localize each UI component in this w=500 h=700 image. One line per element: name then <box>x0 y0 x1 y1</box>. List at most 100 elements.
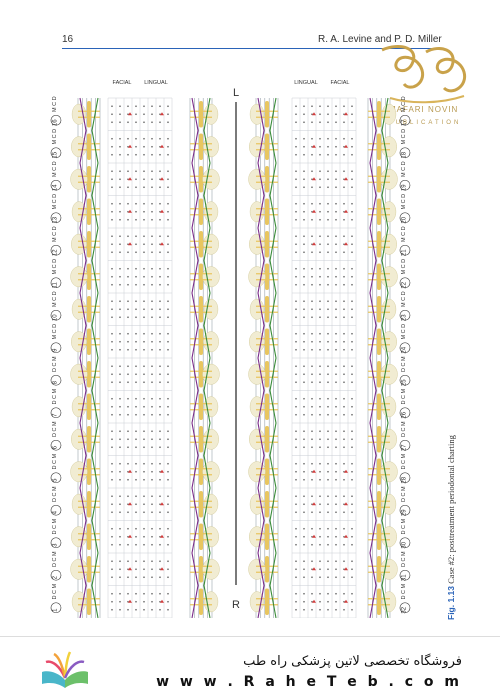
left-grid-cell-mark <box>111 210 113 213</box>
left-grid-cell-mark <box>143 153 145 156</box>
left-grid-cell-mark <box>143 170 145 173</box>
right-grid-cell-mark <box>303 373 305 376</box>
right-grid-cell-mark <box>327 511 329 514</box>
left-grid-cell-mark <box>143 592 145 595</box>
left-grid-cell-mark <box>119 332 121 335</box>
left-grid-cell-mark <box>111 275 113 278</box>
left-grid-cell-mark <box>111 576 113 579</box>
left-grid-cell-mark <box>119 503 121 506</box>
right-grid-cell-mark <box>295 348 297 351</box>
strip-2-tooth-crown <box>203 526 219 548</box>
left-surface-letters: D C M <box>52 356 58 372</box>
right-grid-cell-mark <box>343 267 345 270</box>
right-grid-cell-mark <box>343 592 345 595</box>
left-grid-cell-mark <box>127 283 129 286</box>
strip-3-tooth-crown <box>249 428 265 450</box>
right-grid-cell-mark <box>295 340 297 343</box>
left-grid-cell-mark <box>111 543 113 546</box>
strip-4-tooth-root <box>377 491 381 518</box>
page-footer <box>0 640 500 700</box>
left-grid-cell-mark <box>143 405 145 408</box>
left-grid-cell-mark <box>151 308 153 311</box>
right-grid-cell-mark <box>335 495 337 498</box>
left-grid-cell-mark <box>167 308 169 311</box>
left-grid-cell-mark <box>119 381 121 384</box>
left-grid-cell-mark <box>111 560 113 563</box>
right-grid-cell-mark <box>303 340 305 343</box>
left-grid-cell-mark <box>159 373 161 376</box>
right-grid-cell-mark <box>319 275 321 278</box>
right-grid-cell-mark <box>311 543 313 546</box>
right-grid-cell-mark <box>335 470 337 473</box>
strip-3-tooth-crown <box>249 233 265 255</box>
left-grid-cell-mark <box>143 308 145 311</box>
strip-2-tooth-root <box>199 296 203 323</box>
left-tooth-number-circle <box>50 569 62 581</box>
right-grid-cell-mark <box>303 145 305 148</box>
left-grid-cell-mark <box>111 348 113 351</box>
left-grid-cell-mark <box>159 397 161 400</box>
left-grid-cell-mark <box>159 170 161 173</box>
right-grid-cell-mark <box>343 275 345 278</box>
left-grid-cell-mark <box>167 478 169 481</box>
left-grid-cell-mark <box>151 210 153 213</box>
strip-1-tooth-crown <box>70 266 88 288</box>
right-grid-cell-mark <box>351 608 353 611</box>
right-grid-cell-mark <box>311 373 313 376</box>
right-grid-bleeding-marker <box>312 502 316 506</box>
right-grid-cell-mark <box>343 560 345 563</box>
right-grid-cell-mark <box>295 600 297 603</box>
left-grid-cell-mark <box>159 527 161 530</box>
right-grid-cell-mark <box>295 560 297 563</box>
strip-1-tooth-root <box>87 361 91 388</box>
left-grid-cell-mark <box>127 511 129 514</box>
right-grid-cell-mark <box>335 608 337 611</box>
strip-4-tooth-root <box>377 166 381 193</box>
right-grid-cell-mark <box>319 446 321 449</box>
left-grid-cell-mark <box>127 186 129 189</box>
logo-subline: PUBLICATION <box>389 120 462 126</box>
strip-4-tooth-root <box>377 523 381 550</box>
left-grid-cell-mark <box>127 495 129 498</box>
left-grid-bleeding-marker <box>128 469 132 473</box>
right-grid-cell-mark <box>295 308 297 311</box>
left-grid-cell-mark <box>111 413 113 416</box>
left-grid-bleeding-marker <box>128 502 132 506</box>
left-grid-cell-mark <box>119 113 121 116</box>
right-grid-cell-mark <box>295 430 297 433</box>
right-grid-cell-mark <box>351 600 353 603</box>
left-grid-cell-mark <box>167 527 169 530</box>
left-grid-cell-mark <box>159 462 161 465</box>
right-grid-cell-mark <box>327 332 329 335</box>
right-grid-cell-mark <box>311 283 313 286</box>
strip-3-tooth-root <box>265 198 269 225</box>
right-grid-cell-mark <box>335 202 337 205</box>
left-grid-cell-mark <box>135 535 137 538</box>
strip-1-tooth-root <box>87 588 91 615</box>
left-grid-cell-mark <box>151 413 153 416</box>
left-surface-letters: M C D <box>52 259 58 275</box>
footer-website-link[interactable]: w w w . R a h e T e b . c o m <box>156 674 462 690</box>
right-grid-cell-mark <box>303 308 305 311</box>
left-grid-cell-mark <box>167 600 169 603</box>
strip-3-tooth-crown <box>249 136 265 158</box>
right-grid-cell-mark <box>335 243 337 246</box>
left-grid-cell-mark <box>151 275 153 278</box>
right-grid-bleeding-marker <box>312 567 316 571</box>
right-grid-cell-mark <box>319 235 321 238</box>
left-grid-cell-mark <box>151 608 153 611</box>
left-grid-cell-mark <box>135 560 137 563</box>
right-grid-cell-mark <box>311 235 313 238</box>
right-grid-cell-mark <box>311 218 313 221</box>
left-tooth-number: 12 <box>53 249 59 256</box>
left-grid-cell-mark <box>135 503 137 506</box>
strip-1-tooth-crown <box>70 558 88 580</box>
left-tooth-number-circle <box>50 309 62 321</box>
left-grid-cell-mark <box>119 413 121 416</box>
left-grid-cell-mark <box>127 121 129 124</box>
right-grid-cell-mark <box>311 300 313 303</box>
right-tooth-number-circle <box>399 537 411 549</box>
right-grid-cell-mark <box>303 332 305 335</box>
left-grid-cell-mark <box>167 608 169 611</box>
right-grid-cell-mark <box>343 446 345 449</box>
